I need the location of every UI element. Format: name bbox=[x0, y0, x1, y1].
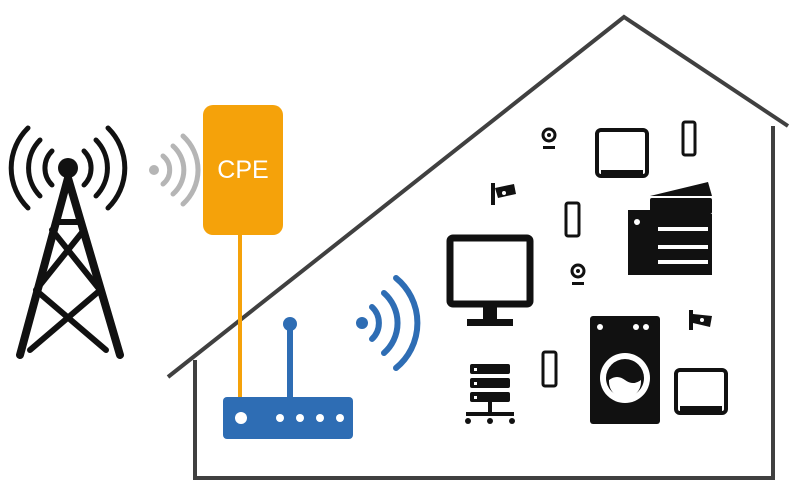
smartphone-icon bbox=[681, 120, 697, 157]
router-wifi-icon bbox=[356, 275, 421, 371]
security-camera-icon bbox=[689, 310, 712, 330]
tablet-icon bbox=[595, 128, 649, 178]
router-icon bbox=[223, 317, 353, 439]
printer-icon bbox=[628, 182, 712, 275]
smartphone-icon bbox=[541, 350, 558, 388]
webcam-icon bbox=[570, 263, 586, 285]
monitor-icon bbox=[446, 234, 534, 326]
cpe-label: CPE bbox=[217, 156, 268, 184]
house-roof bbox=[166, 14, 790, 379]
washing-machine-icon bbox=[590, 316, 660, 424]
cpe-box: CPE bbox=[203, 105, 283, 235]
smartphone-icon bbox=[564, 201, 581, 238]
tablet-icon bbox=[674, 368, 728, 415]
server-icon bbox=[465, 364, 515, 424]
house-outline bbox=[166, 14, 790, 480]
security-camera-icon bbox=[491, 183, 516, 205]
cell-tower-icon bbox=[8, 125, 128, 359]
wifi-signal-icon bbox=[149, 133, 201, 207]
house-walls bbox=[193, 126, 775, 480]
devices bbox=[446, 120, 728, 424]
webcam-icon bbox=[541, 127, 557, 149]
